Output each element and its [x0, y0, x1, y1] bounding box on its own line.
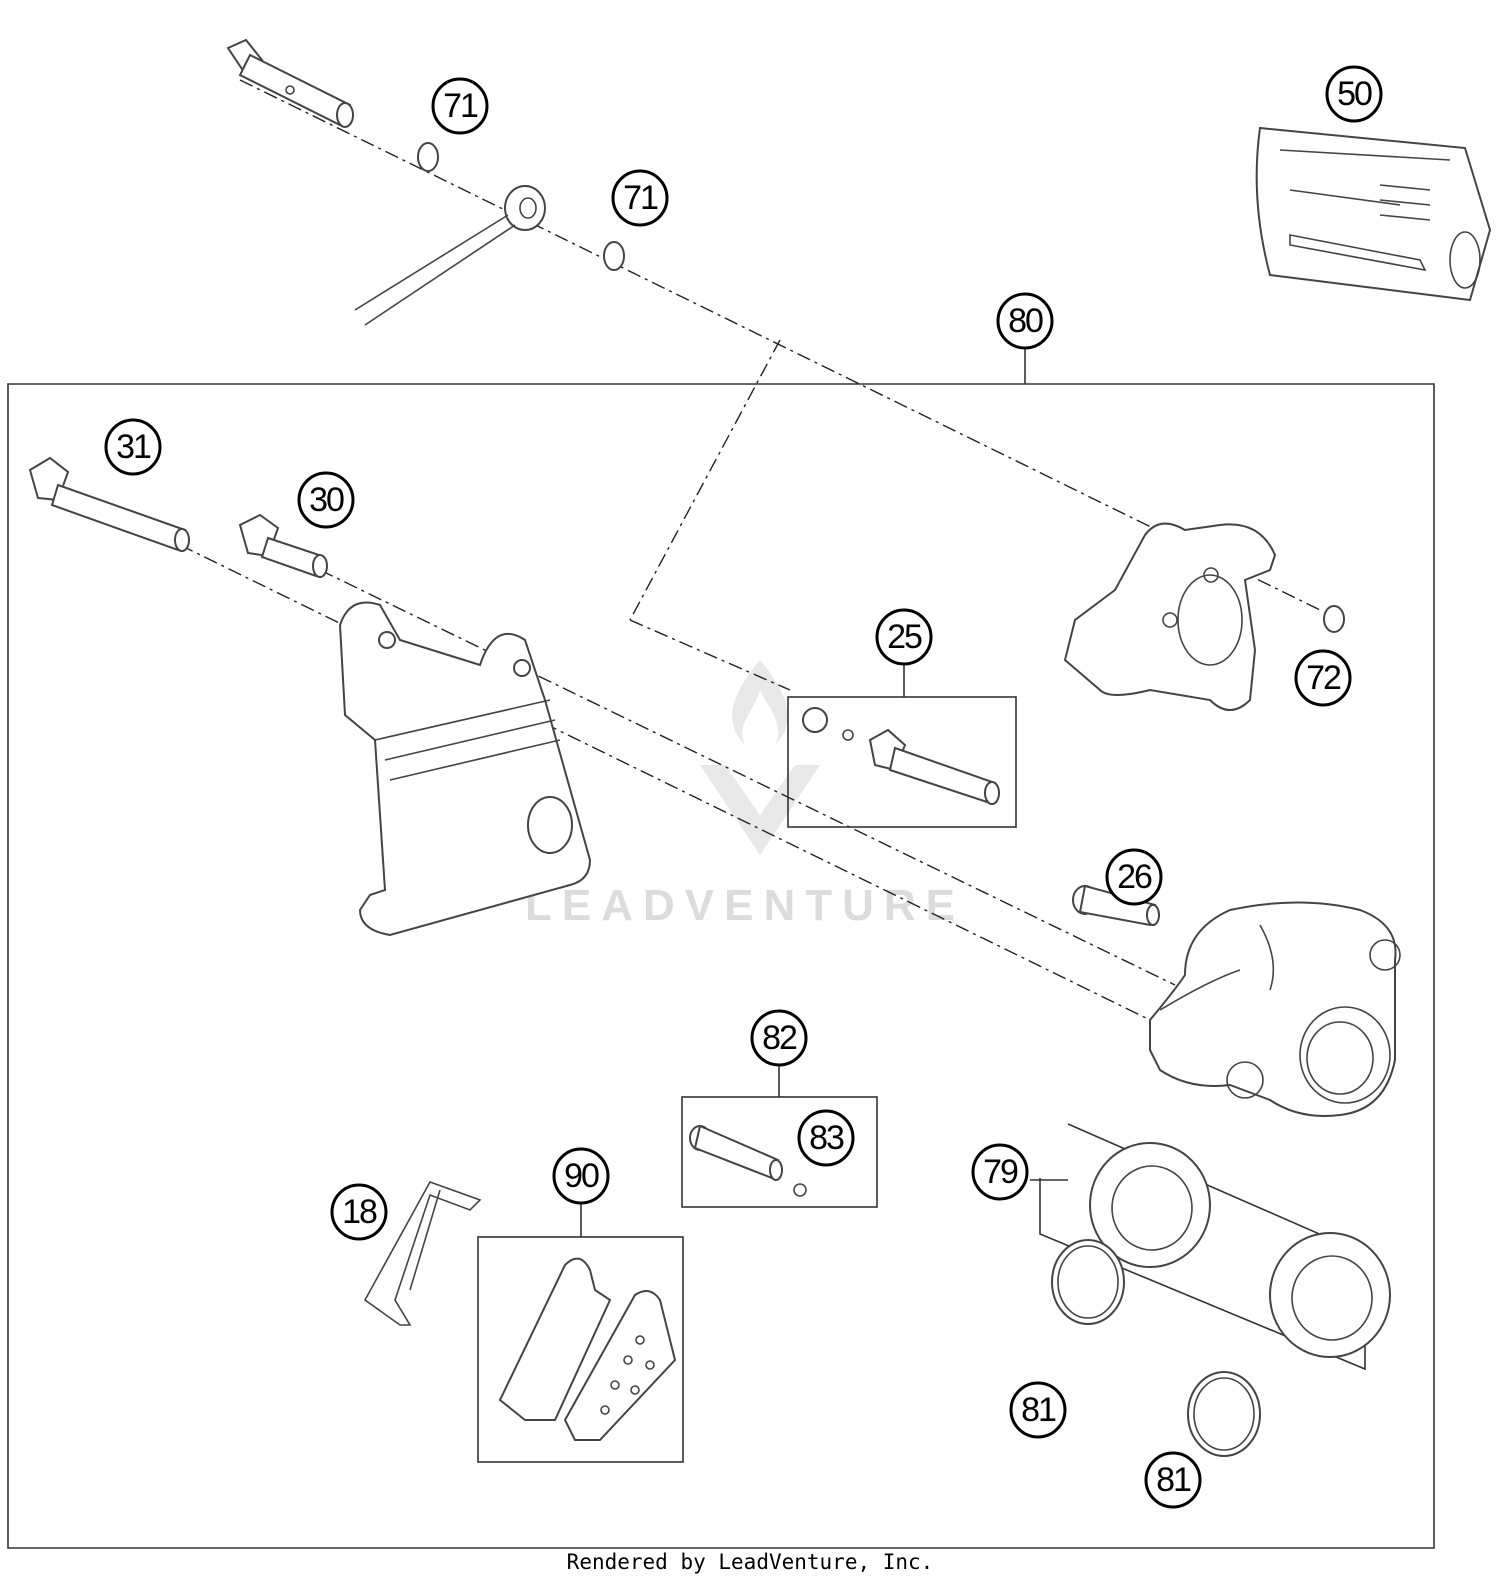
svg-text:31: 31 [116, 428, 151, 466]
service-kit-50 [1255, 126, 1492, 302]
svg-text:71: 71 [443, 87, 478, 125]
svg-text:81: 81 [1156, 1461, 1191, 1499]
caliper-half-upper [1063, 522, 1277, 711]
bolt-31 [28, 456, 190, 552]
svg-text:18: 18 [342, 1193, 377, 1231]
svg-text:83: 83 [809, 1119, 844, 1157]
assembly-80-frame [7, 383, 1435, 1549]
svg-text:72: 72 [1306, 659, 1341, 697]
svg-text:26: 26 [1117, 858, 1152, 896]
caliper-half-lower [1149, 901, 1401, 1117]
bolt-26 [1072, 884, 1160, 927]
callout-83: 83 [797, 1109, 855, 1167]
svg-text:80: 80 [1008, 302, 1043, 340]
callout-80: 80 [996, 292, 1054, 350]
washer-71-top [417, 142, 439, 172]
svg-text:81: 81 [1021, 1391, 1056, 1429]
callout-25: 25 [875, 608, 933, 666]
spring-clip-18 [363, 1181, 482, 1326]
callout-81-lower: 81 [1144, 1451, 1202, 1509]
o-ring-72 [1323, 605, 1345, 633]
bleeder-kit-25 [787, 664, 1017, 828]
callout-26: 26 [1105, 848, 1163, 906]
brake-hose-fitting [354, 185, 546, 326]
callout-81-upper: 81 [1009, 1381, 1067, 1439]
callout-71-top: 71 [431, 77, 489, 135]
svg-text:25: 25 [887, 618, 922, 656]
callout-30: 30 [297, 471, 355, 529]
svg-text:90: 90 [564, 1157, 599, 1195]
callout-50: 50 [1325, 65, 1383, 123]
assembly-lines [179, 79, 1321, 1021]
callout-31: 31 [104, 418, 162, 476]
callout-90: 90 [552, 1147, 610, 1205]
caliper-bracket [338, 601, 592, 937]
svg-text:82: 82 [762, 1019, 797, 1057]
callout-79: 79 [971, 1143, 1029, 1201]
callout-71-lower: 71 [611, 169, 669, 227]
watermark: LEADVENTURE [525, 660, 965, 930]
svg-text:50: 50 [1337, 75, 1372, 113]
svg-text:30: 30 [309, 481, 344, 519]
svg-text:79: 79 [983, 1153, 1018, 1191]
callout-72: 72 [1294, 649, 1352, 707]
washer-71-lower [603, 241, 625, 271]
pin-kit-82 [681, 1065, 878, 1208]
watermark-text: LEADVENTURE [525, 881, 965, 930]
piston-seals-81 [1051, 1239, 1261, 1457]
svg-text:71: 71 [623, 179, 658, 217]
callout-82: 82 [750, 1009, 808, 1067]
footer-credit: Rendered by LeadVenture, Inc. [566, 1550, 934, 1574]
bolt-30 [238, 513, 328, 578]
brake-pads-90 [477, 1204, 684, 1463]
piston-kit-79 [1030, 1123, 1391, 1371]
banjo-bolt [226, 38, 354, 128]
callout-18: 18 [330, 1183, 388, 1241]
